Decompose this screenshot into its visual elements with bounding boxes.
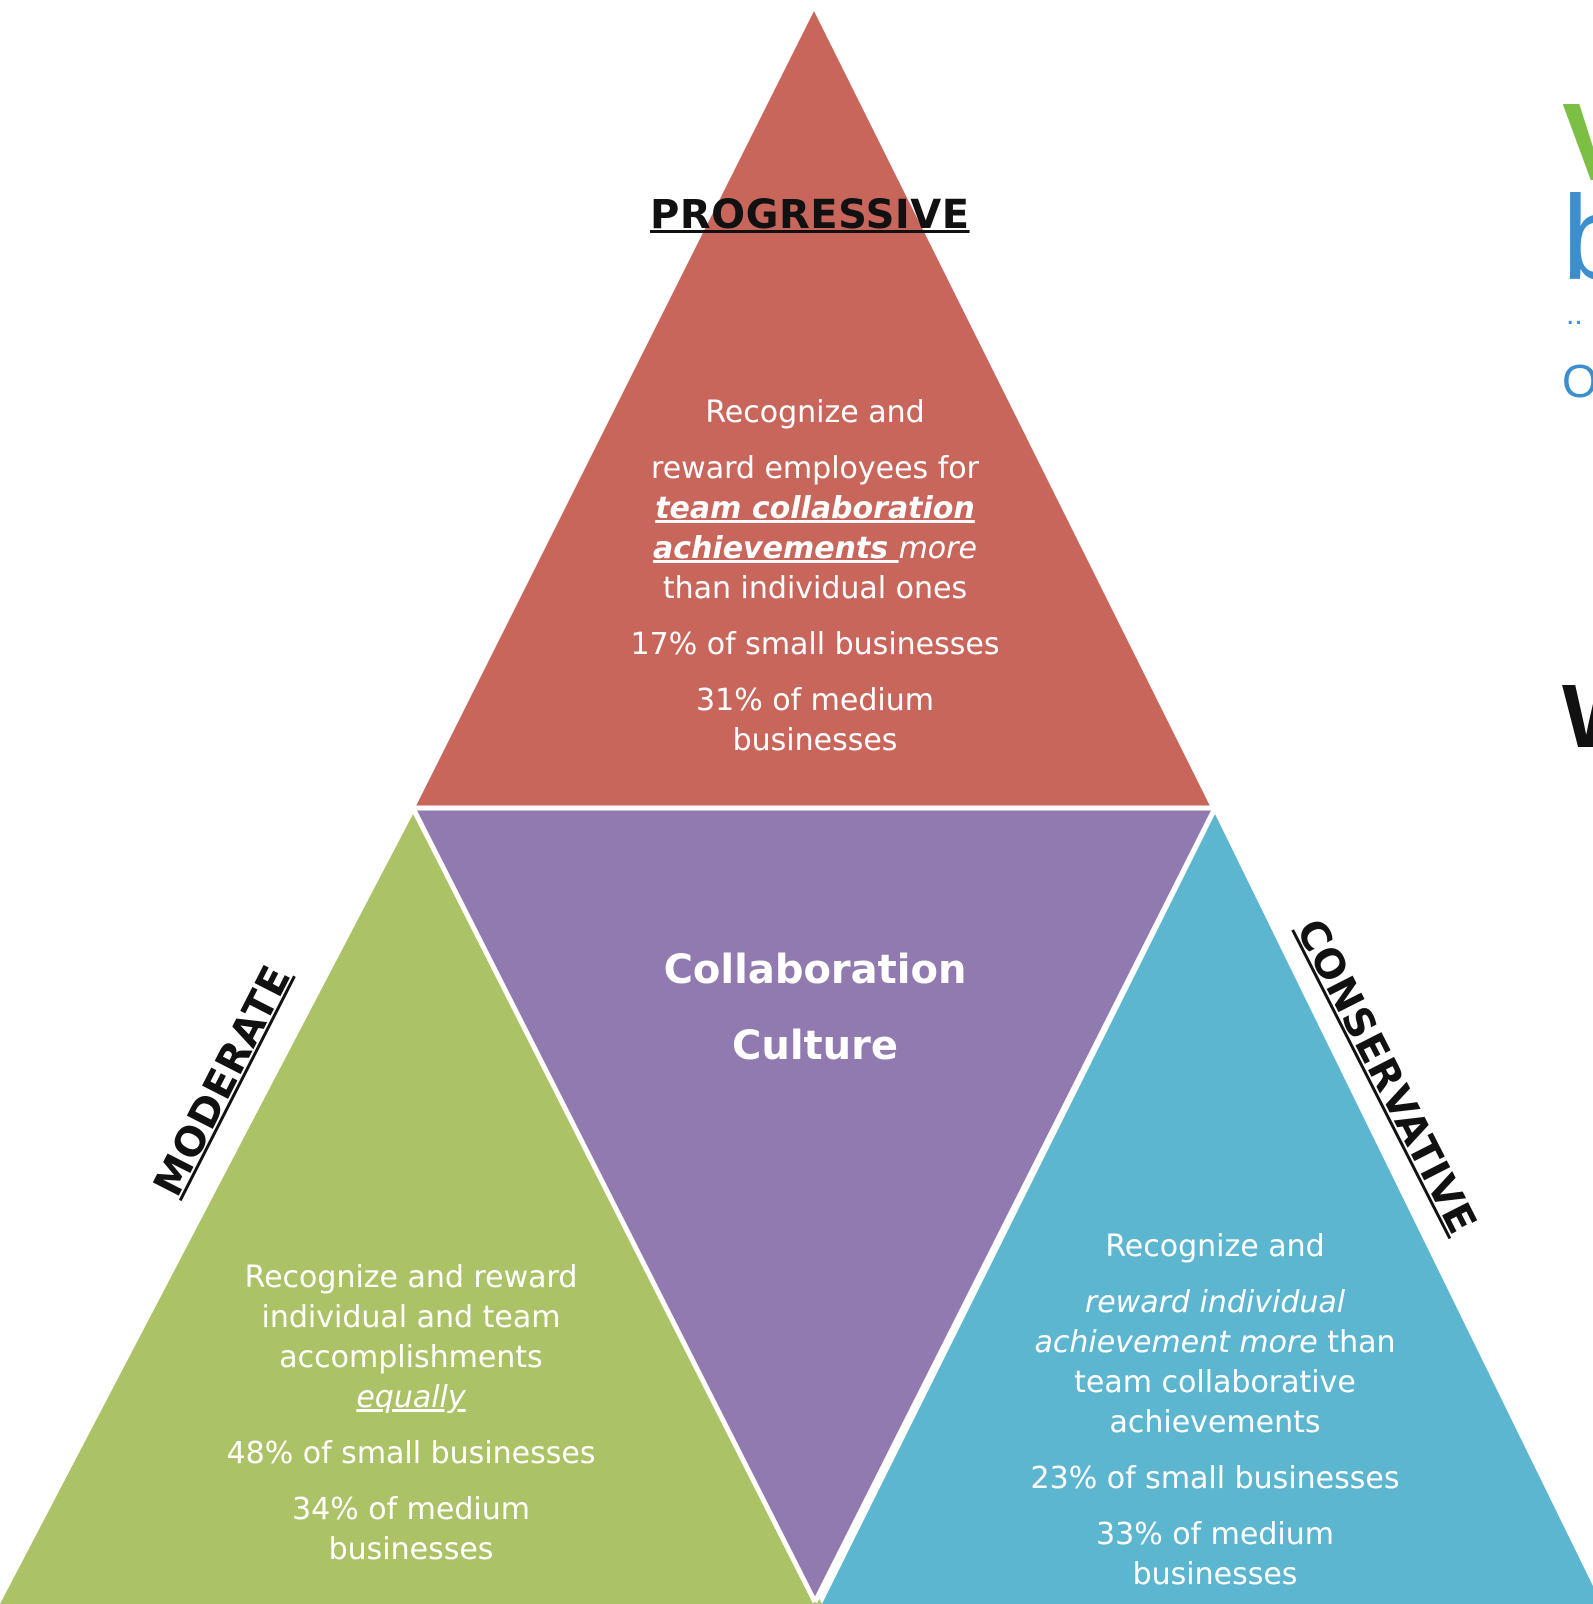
progressive-more: more [898, 531, 977, 566]
progressive-line: than individual ones [662, 571, 968, 606]
conservative-emphasis: reward individual [1084, 1285, 1346, 1320]
progressive-stat-medium: 31% of medium [696, 683, 934, 718]
center-title-line: Collaboration [663, 947, 967, 993]
center-title: Collaboration Culture [600, 945, 1030, 1071]
logo-fragment-black: W [1562, 672, 1593, 762]
moderate-triangle [0, 814, 822, 1604]
progressive-label: PROGRESSIVE [650, 192, 970, 238]
moderate-stat-medium: businesses [328, 1532, 494, 1567]
conservative-emphasis: achievement more [1034, 1325, 1318, 1360]
moderate-line: Recognize and reward [244, 1260, 578, 1295]
progressive-stat-small: 17% of small businesses [630, 627, 1000, 662]
separator-line [812, 806, 1218, 1604]
progressive-stat-medium: businesses [732, 723, 898, 758]
progressive-line: achievements more [600, 529, 1030, 569]
conservative-line: achievement more than [1010, 1323, 1420, 1363]
conservative-triangle [822, 814, 1593, 1604]
conservative-than: than [1317, 1325, 1396, 1360]
logo-fragment-dots: .. [1566, 298, 1583, 331]
progressive-line: Recognize and [705, 395, 925, 430]
conservative-line: achievements [1109, 1405, 1321, 1440]
progressive-emphasis: team collaboration [655, 491, 975, 526]
progressive-line: reward employees for [651, 451, 979, 486]
progressive-description: Recognize and reward employees for team … [600, 393, 1030, 761]
conservative-description: Recognize and reward individual achievem… [1010, 1227, 1420, 1595]
conservative-line: Recognize and [1105, 1229, 1325, 1264]
logo-fragment-blue: b [1562, 178, 1593, 298]
moderate-stat-small: 48% of small businesses [226, 1436, 596, 1471]
progressive-emphasis: achievements [653, 531, 899, 566]
conservative-line: team collaborative [1074, 1365, 1356, 1400]
moderate-description: Recognize and reward individual and team… [206, 1258, 616, 1570]
conservative-stat-medium: 33% of medium [1096, 1517, 1334, 1552]
logo-fragment-green: V [1562, 88, 1593, 198]
moderate-line: individual and team [261, 1300, 561, 1335]
separator-line [410, 806, 818, 1604]
conservative-stat-medium: businesses [1132, 1557, 1298, 1592]
moderate-emphasis: equally [356, 1380, 466, 1415]
logo-fragment-o: O [1562, 355, 1593, 407]
moderate-stat-medium: 34% of medium [292, 1492, 530, 1527]
center-title-line: Culture [732, 1023, 898, 1069]
moderate-line: accomplishments [279, 1340, 543, 1375]
conservative-stat-small: 23% of small businesses [1030, 1461, 1400, 1496]
collaboration-culture-triangle [416, 810, 1212, 1598]
progressive-triangle [416, 11, 1210, 806]
